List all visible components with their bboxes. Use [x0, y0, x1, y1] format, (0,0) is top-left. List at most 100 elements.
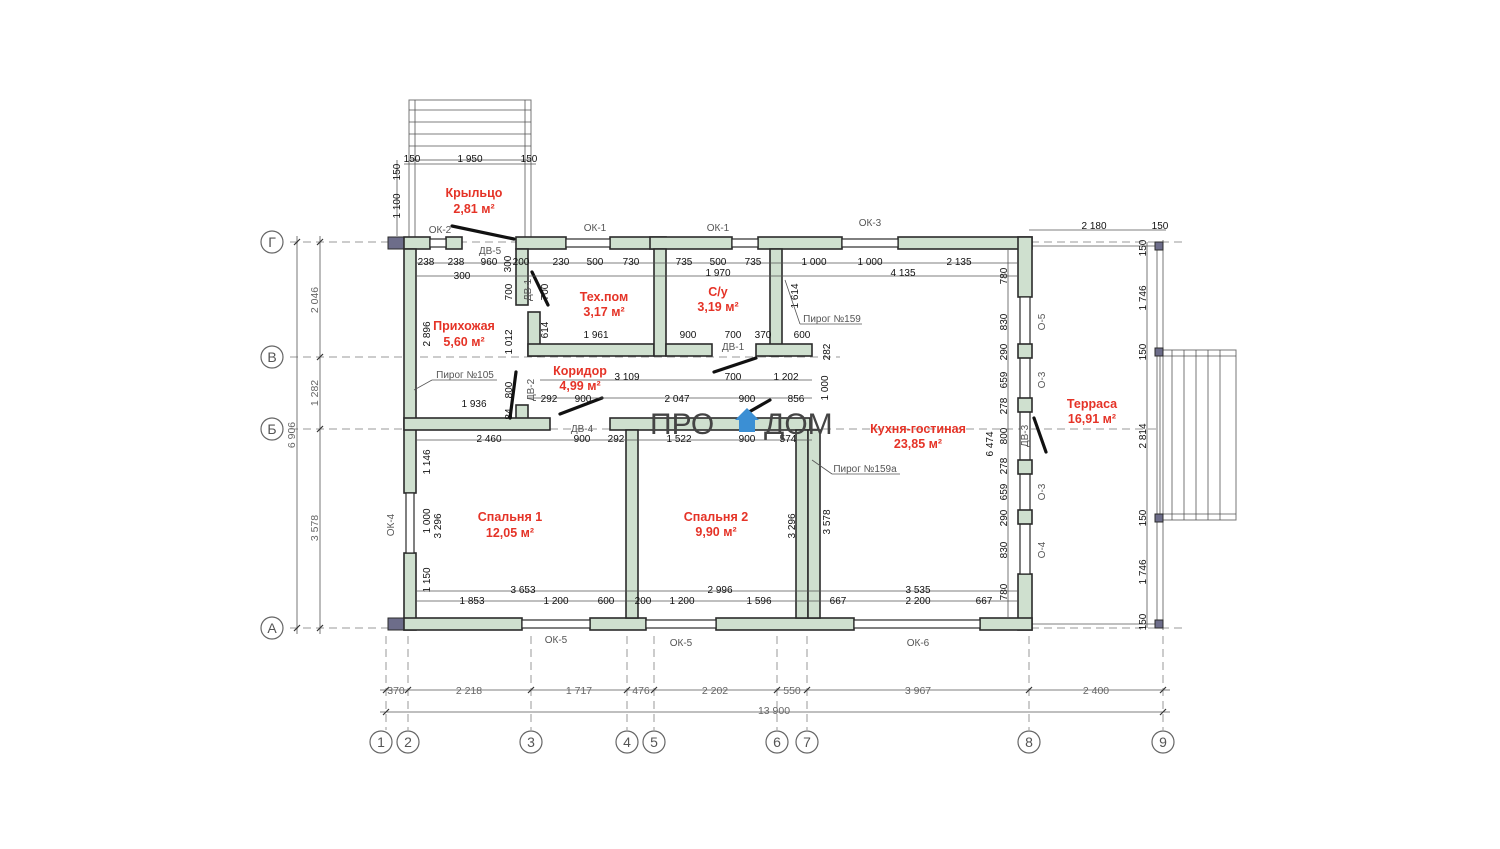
dim-bottom-4: 476: [632, 685, 650, 697]
dim-b-7: 900: [575, 394, 592, 405]
dim-row1-4: 200: [513, 257, 530, 268]
dim-row1-13: 1 000: [857, 257, 882, 268]
dim-b-4: 1 000: [820, 375, 831, 400]
note-pirog105: Пирог №105: [436, 370, 494, 381]
room-bedroom1-name: Спальня 1: [478, 510, 542, 524]
room-corridor-area: 4,99 м²: [559, 379, 600, 393]
room-porch-name: Крыльцо: [446, 186, 503, 200]
label-ok3: ОК-3: [859, 218, 882, 229]
dim-a-1: 700: [504, 283, 515, 300]
room-wc-name: С/у: [708, 285, 728, 299]
room-wc-area: 3,19 м²: [697, 300, 738, 314]
dim-row1-7: 500: [587, 257, 604, 268]
axis-col-3: 3: [527, 734, 535, 750]
dim-c-7: 574: [780, 434, 797, 445]
axis-row-g: Г: [268, 234, 276, 250]
dim-side-6: 1 150: [422, 567, 433, 592]
dim-right-7: 278: [999, 457, 1010, 474]
dim-row1-8: 730: [623, 257, 640, 268]
dim-terrace-2180: 2 180: [1081, 221, 1106, 232]
dim-a-3: 614: [540, 321, 551, 338]
dim-terrace-v-7: 150: [1138, 613, 1149, 630]
dim-row1-1: 238: [418, 257, 435, 268]
terrace-stairs: [1159, 349, 1237, 521]
dim-porch-left-1100: 1 100: [392, 193, 403, 218]
prodom-logo: ПРО ДОМ: [650, 408, 833, 441]
dim-side-1: 2 896: [422, 321, 433, 346]
axis-col-7: 7: [803, 734, 811, 750]
dim-bottom-2: 2 218: [456, 685, 482, 697]
dim-bot-12: 667: [976, 596, 993, 607]
room-tech-area: 3,17 м²: [583, 305, 624, 319]
dim-a-9: 600: [794, 330, 811, 341]
room-corridor-name: Коридор: [553, 364, 607, 378]
dim-row1b-2: 1 970: [705, 268, 730, 279]
label-ok6: ОК-6: [907, 638, 930, 649]
terrace-outline: [1032, 240, 1164, 630]
dim-a-10: 282: [822, 343, 833, 360]
dim-bot-1: 3 653: [510, 585, 535, 596]
dim-right-1: 780: [999, 267, 1010, 284]
axis-row-v: В: [267, 349, 276, 365]
dim-bot-3: 1 200: [543, 596, 568, 607]
dim-row1b-1: 300: [454, 271, 471, 282]
dim-bottom-5: 2 202: [702, 685, 728, 697]
dim-left-2: 1 282: [309, 380, 321, 406]
dim-bot-4: 600: [598, 596, 615, 607]
interior-dimensions: 238 238 960 200 300 230 500 730 735 500 …: [416, 239, 1149, 630]
room-kitchen-name: Кухня-гостиная: [870, 422, 966, 436]
dim-c-1: 1 936: [461, 399, 486, 410]
dim-terrace-v-6: 1 746: [1138, 559, 1149, 584]
dim-row1-12: 1 000: [801, 257, 826, 268]
dim-bottom-3: 1 717: [566, 685, 592, 697]
dim-row1b-3: 4 135: [890, 268, 915, 279]
dim-bottom-total: 13 900: [758, 705, 790, 717]
axis-col-6: 6: [773, 734, 781, 750]
dim-a-2: 700: [540, 283, 551, 300]
dim-b-9: 900: [739, 394, 756, 405]
dim-porch-left-150: 150: [392, 163, 403, 180]
dim-bottom-8: 2 400: [1083, 685, 1109, 697]
dim-left-1: 2 046: [309, 287, 321, 313]
dim-bot-9: 3 535: [905, 585, 930, 596]
dim-a-8: 370: [755, 330, 772, 341]
dim-terrace-150: 150: [1152, 221, 1169, 232]
label-o5: О-5: [1037, 313, 1048, 330]
dim-bottom-6: 550: [783, 685, 801, 697]
dim-b-2: 700: [725, 372, 742, 383]
dim-a-6: 900: [680, 330, 697, 341]
dim-b-8: 2 047: [664, 394, 689, 405]
label-ok1b: ОК-1: [707, 223, 730, 234]
porch-stairs: [408, 99, 532, 240]
dim-left-3: 3 578: [309, 515, 321, 541]
dim-b-10: 856: [788, 394, 805, 405]
note-pirog159a: Пирог №159а: [833, 464, 897, 475]
dim-bot-11: 2 200: [905, 596, 930, 607]
dim-side-8: 3 578: [822, 509, 833, 534]
exterior-walls: [387, 236, 1033, 631]
dim-right-6: 800: [999, 427, 1010, 444]
dim-row1-9: 735: [676, 257, 693, 268]
label-dv1b: ДВ-1: [722, 342, 745, 353]
dim-bot-7: 1 200: [669, 596, 694, 607]
dim-porch-1950: 1 950: [457, 154, 482, 165]
dim-right-3: 290: [999, 343, 1010, 360]
dim-b-1: 3 109: [614, 372, 639, 383]
dim-terrace-v-4: 2 814: [1138, 423, 1149, 448]
room-bedroom1-area: 12,05 м²: [486, 526, 534, 540]
axis-col-8: 8: [1025, 734, 1033, 750]
axis-grid: [290, 241, 1185, 730]
dim-right-8: 659: [999, 483, 1010, 500]
dim-c-3: 900: [574, 434, 591, 445]
note-pirog159: Пирог №159: [803, 314, 861, 325]
axis-col-2: 2: [404, 734, 412, 750]
dim-side-4: 1 000: [422, 508, 433, 533]
dim-c-4: 292: [608, 434, 625, 445]
label-ok4: ОК-4: [386, 513, 397, 536]
opening-labels: ОК-2 ОК-1 ОК-1 ОК-3 ОК-4 ОК-5 ОК-5 ОК-6 …: [386, 218, 1048, 649]
axis-col-9: 9: [1159, 734, 1167, 750]
room-terrace-area: 16,91 м²: [1068, 412, 1116, 426]
top-dimensions: 150 1 950 150 2 180 150: [404, 154, 1169, 232]
dim-porch-150-right: 150: [521, 154, 538, 165]
pirog-notes: Пирог №159 Пирог №105 Пирог №159а: [413, 279, 900, 475]
